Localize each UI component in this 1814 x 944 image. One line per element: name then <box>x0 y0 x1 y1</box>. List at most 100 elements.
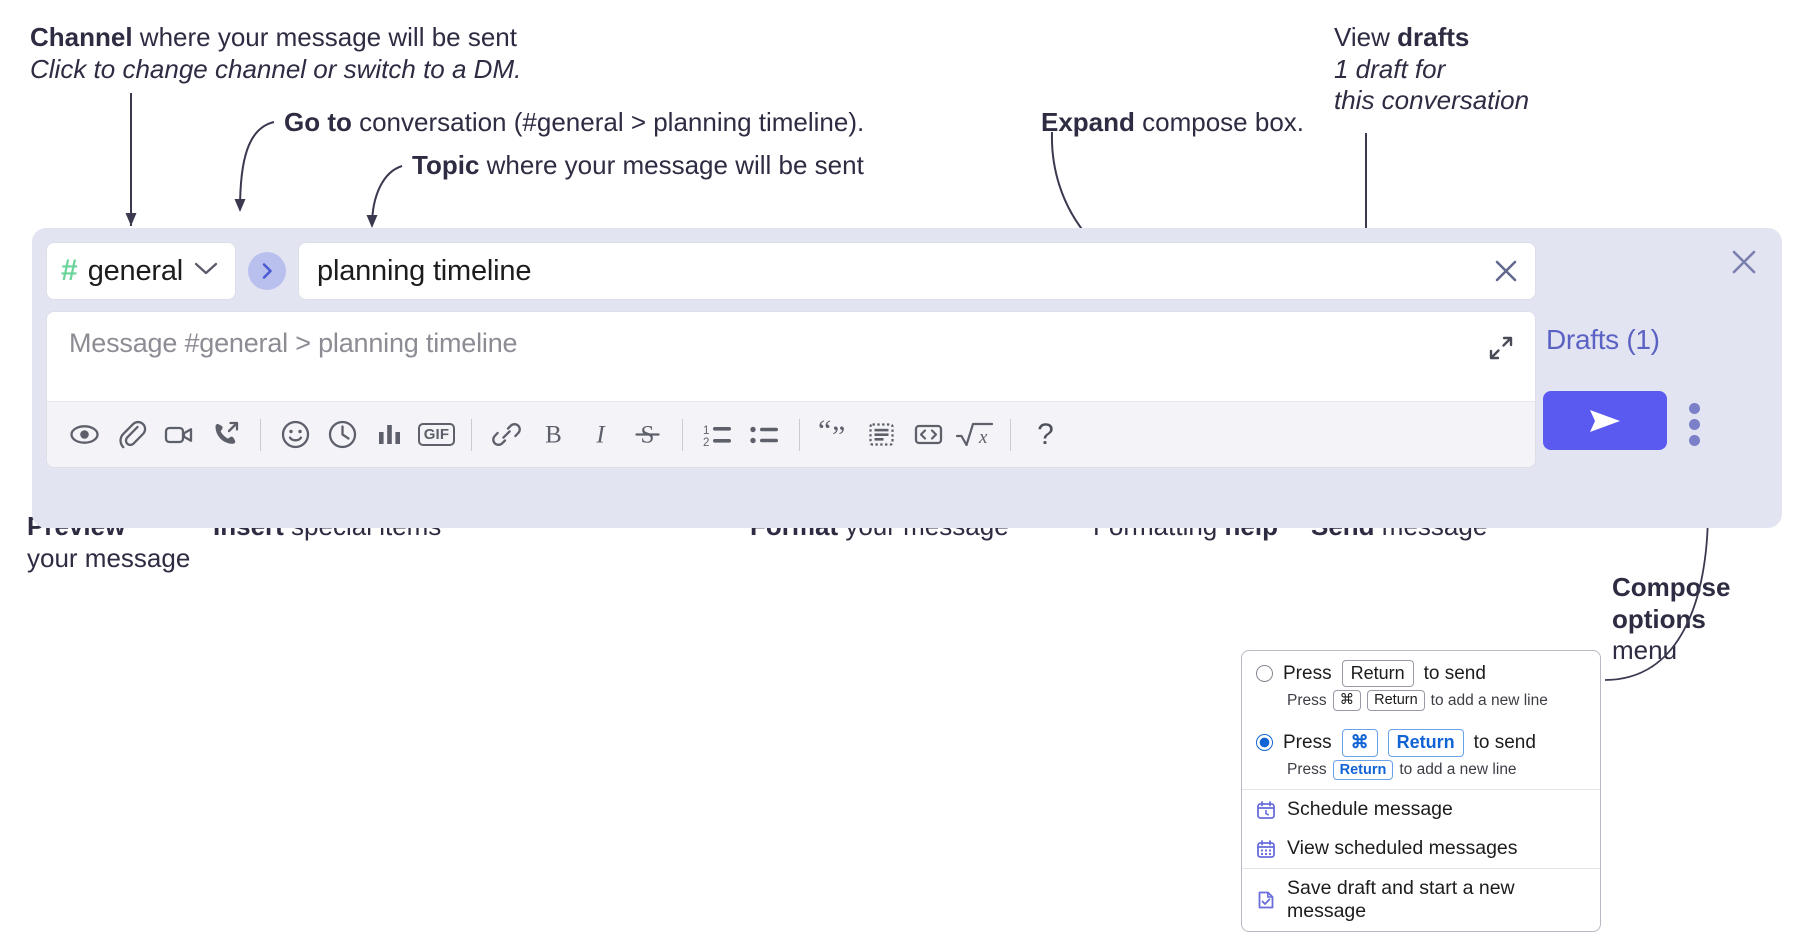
svg-text:“: “ <box>818 419 831 447</box>
key-return: Return <box>1332 759 1394 781</box>
calendar-clock-icon <box>1256 800 1276 820</box>
svg-text:I: I <box>595 422 606 449</box>
toolbar-divider <box>682 418 683 451</box>
option-press-cmd-return-to-send[interactable]: Press ⌘ Return to send <box>1242 720 1600 759</box>
key-return: Return <box>1367 690 1425 712</box>
close-icon[interactable] <box>1489 254 1523 288</box>
option-press-label: Press <box>1283 662 1332 684</box>
poll-icon[interactable] <box>366 411 413 458</box>
sub-press-label: Press <box>1287 761 1327 779</box>
annotation-topic: Topic where your message will be sent <box>412 150 864 182</box>
annotation-drafts-line3: this conversation <box>1334 85 1530 116</box>
key-command: ⌘ <box>1341 729 1378 757</box>
radio-unselected-icon[interactable] <box>1256 665 1273 683</box>
strikethrough-icon[interactable]: S <box>624 411 671 458</box>
save-draft-icon <box>1256 890 1276 910</box>
toolbar-divider <box>471 418 472 451</box>
audio-call-icon[interactable] <box>202 411 249 458</box>
annotation-compose-bold-1: Compose <box>1612 572 1731 602</box>
toolbar-divider <box>799 418 800 451</box>
option-press-return-to-send[interactable]: Press Return to send <box>1242 651 1600 690</box>
annotation-goto: Go to conversation (#general > planning … <box>284 107 864 139</box>
menu-item-label: Save draft and start a new message <box>1287 877 1515 923</box>
annotation-topic-rest: where your message will be sent <box>479 150 864 180</box>
option-cmd-return-subtext: Press Return to add a new line <box>1242 759 1600 790</box>
annotation-compose-line3: menu <box>1612 635 1678 666</box>
annotation-channel-rest: where your message will be sent <box>132 22 517 52</box>
drafts-link[interactable]: Drafts (1) <box>1546 324 1660 355</box>
annotation-drafts-rest: View <box>1334 22 1398 52</box>
calendar-grid-icon <box>1256 839 1276 859</box>
kebab-dot <box>1689 419 1700 430</box>
latex-icon[interactable]: x <box>952 411 999 458</box>
menu-item-schedule-message[interactable]: Schedule message <box>1242 790 1600 829</box>
option-press-label: Press <box>1283 731 1332 753</box>
annotation-expand-rest: compose box. <box>1134 107 1305 137</box>
annotation-expand: Expand compose box. <box>1041 107 1304 139</box>
annotation-compose-options: Compose options menu <box>1612 572 1730 667</box>
menu-item-view-scheduled-messages[interactable]: View scheduled messages <box>1242 829 1600 868</box>
menu-divider <box>1242 789 1600 791</box>
message-editor: Message #general > planning timeline <box>46 311 1536 468</box>
send-icon <box>1590 409 1620 432</box>
annotation-channel: Channel where your message will be sent … <box>30 22 521 85</box>
topic-input[interactable]: planning timeline <box>298 242 1536 300</box>
svg-text:x: x <box>978 427 988 448</box>
annotation-compose-bold-2: options <box>1612 603 1706 634</box>
kebab-menu-icon[interactable] <box>1689 403 1700 446</box>
key-return: Return <box>1387 729 1464 757</box>
chevron-down-icon <box>193 261 219 282</box>
annotation-drafts: View drafts 1 draft for this conversatio… <box>1334 22 1529 117</box>
svg-text:2: 2 <box>703 437 709 449</box>
option-return-subtext: Press ⌘ Return to add a new line <box>1242 690 1600 720</box>
go-to-conversation-button[interactable] <box>248 252 287 290</box>
bold-icon[interactable]: B <box>530 411 577 458</box>
annotation-expand-bold: Expand <box>1041 107 1135 137</box>
sub-press-label: Press <box>1287 691 1327 709</box>
bulleted-list-icon[interactable] <box>741 411 788 458</box>
italic-icon[interactable]: I <box>577 411 624 458</box>
menu-item-label: Schedule message <box>1287 798 1453 821</box>
key-command: ⌘ <box>1332 690 1362 712</box>
compose-header-row: # general planning timeline <box>46 242 1536 300</box>
preview-icon[interactable] <box>61 411 108 458</box>
gif-icon[interactable]: GIF <box>413 411 460 458</box>
link-icon[interactable] <box>483 411 530 458</box>
expand-icon[interactable] <box>1487 334 1515 367</box>
send-button[interactable] <box>1543 391 1667 450</box>
clock-icon[interactable] <box>319 411 366 458</box>
annotation-goto-rest: conversation (#general > planning timeli… <box>351 107 865 137</box>
video-icon[interactable] <box>155 411 202 458</box>
sub-suffix-label: to add a new line <box>1399 761 1517 779</box>
radio-selected-icon[interactable] <box>1256 734 1273 752</box>
code-block-icon[interactable] <box>858 411 905 458</box>
annotation-goto-bold: Go to <box>284 107 352 137</box>
annotation-drafts-bold: drafts <box>1397 22 1470 52</box>
message-input[interactable]: Message #general > planning timeline <box>47 312 1535 401</box>
compose-main: # general planning timeline Message #gen… <box>46 242 1536 468</box>
attachment-icon[interactable] <box>108 411 155 458</box>
channel-selector[interactable]: # general <box>46 242 237 300</box>
annotation-topic-bold: Topic <box>412 150 480 180</box>
channel-name: general <box>87 254 184 287</box>
svg-text:”: ” <box>832 420 845 450</box>
option-suffix-label: to send <box>1473 731 1536 753</box>
svg-text:1: 1 <box>703 425 709 437</box>
blockquote-icon[interactable]: “” <box>811 411 858 458</box>
help-icon[interactable]: ? <box>1037 417 1054 451</box>
emoji-icon[interactable] <box>272 411 319 458</box>
inline-code-icon[interactable] <box>905 411 952 458</box>
annotation-preview-line2: your message <box>27 542 191 573</box>
topic-value: planning timeline <box>317 254 532 287</box>
kebab-dot <box>1689 403 1700 414</box>
menu-item-save-draft[interactable]: Save draft and start a new message <box>1242 869 1600 931</box>
annotation-drafts-line2: 1 draft for <box>1334 53 1446 84</box>
formatting-toolbar: GIF B I S <box>47 401 1535 467</box>
compose-options-menu: Press Return to send Press ⌘ Return to a… <box>1241 650 1601 933</box>
key-return: Return <box>1341 660 1414 688</box>
toolbar-divider <box>1010 418 1011 451</box>
close-icon[interactable] <box>1728 246 1760 283</box>
chevron-right-icon <box>262 263 272 279</box>
hash-icon: # <box>61 254 78 287</box>
